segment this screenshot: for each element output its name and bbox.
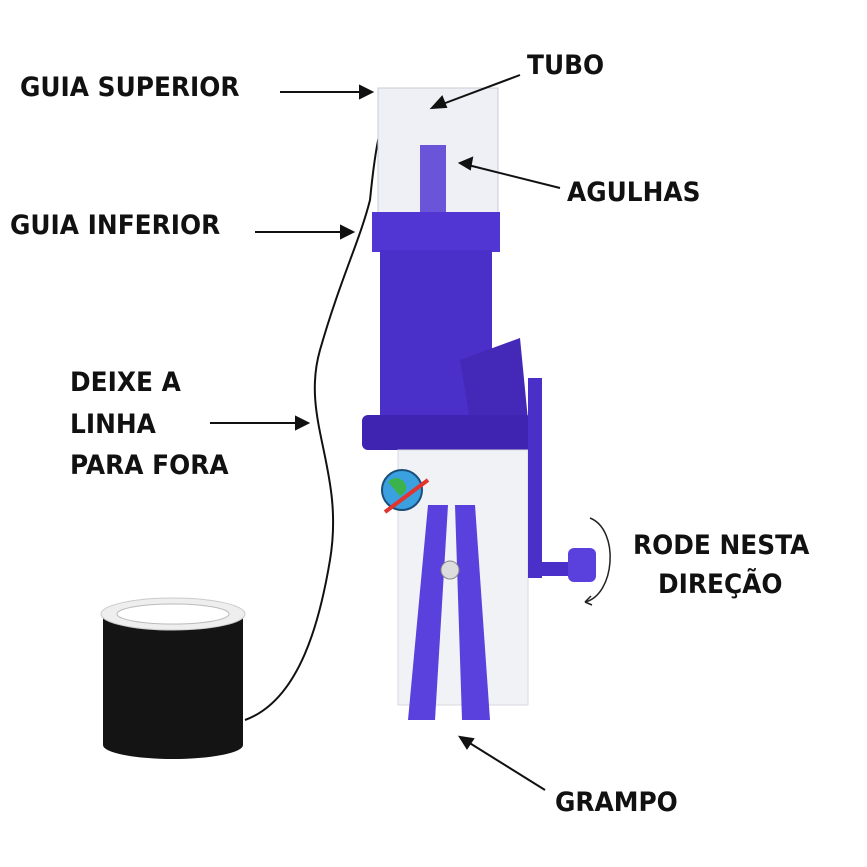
- label-guia-superior: GUIA SUPERIOR: [20, 72, 240, 103]
- rotation-arrow: [584, 517, 611, 603]
- clamp: [408, 505, 490, 720]
- label-tubo: TUBO: [527, 50, 605, 81]
- label-grampo: GRAMPO: [555, 787, 678, 818]
- label-rode-1: RODE NESTA: [633, 530, 810, 561]
- label-guia-inferior: GUIA INFERIOR: [10, 210, 221, 241]
- device-body: [372, 212, 500, 252]
- label-agulhas: AGULHAS: [567, 177, 701, 208]
- label-deixe-1: DEIXE A: [70, 367, 181, 398]
- label-deixe-2: LINHA: [70, 409, 156, 440]
- thread-spool: [100, 597, 246, 759]
- crank-handle: [528, 378, 596, 582]
- pointer-arrows: [210, 74, 561, 791]
- label-deixe-3: PARA FORA: [70, 450, 229, 481]
- label-rode-2: DIREÇÃO: [658, 569, 783, 600]
- globe-icon: [381, 469, 430, 514]
